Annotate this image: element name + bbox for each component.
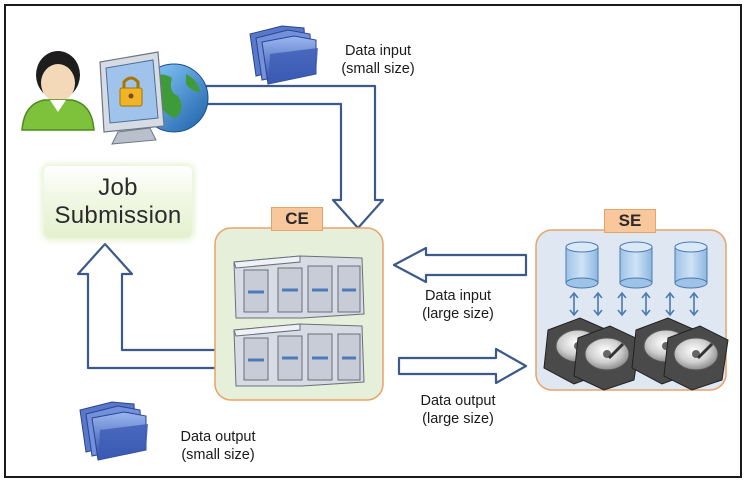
data-output-small-line1: Data output (180, 429, 256, 445)
job-submission-label-line1: Job (98, 174, 138, 201)
database-icon (674, 241, 708, 289)
folders-icon (249, 25, 318, 85)
se-tab: SE (604, 209, 656, 233)
ce-to-se-arrow (397, 347, 528, 385)
data-input-small-line1: Data input (344, 43, 412, 59)
user-icon (21, 51, 95, 131)
data-input-small-label: Data input (small size) (326, 42, 430, 78)
ce-label: CE (285, 209, 309, 228)
data-output-small-line2: (small size) (181, 447, 255, 463)
data-input-large-line2: (large size) (422, 306, 494, 322)
se-label: SE (618, 211, 642, 230)
database-icon (565, 241, 599, 289)
job-submission-label-line2: Submission (54, 202, 182, 229)
data-output-large-label: Data output (large size) (400, 392, 516, 428)
data-output-large-line1: Data output (420, 393, 496, 409)
data-output-large-line2: (large size) (422, 411, 494, 427)
return-output-arrow (76, 242, 218, 370)
job-submission-block: Job Submission (44, 166, 192, 238)
folders-icon (79, 401, 148, 461)
bidirectional-arrows (569, 291, 699, 317)
database-icon (619, 241, 653, 289)
data-input-small-line2: (small size) (341, 61, 415, 77)
secure-computer-icon (99, 51, 165, 145)
hard-disk-icon (573, 325, 641, 391)
server-rack-icon (233, 255, 365, 319)
ce-tab: CE (271, 207, 323, 231)
submit-input-arrow (204, 84, 385, 230)
se-to-ce-arrow (392, 246, 528, 284)
data-input-large-line1: Data input (424, 288, 492, 304)
data-output-small-label: Data output (small size) (160, 428, 276, 464)
hard-disk-icon (663, 325, 729, 391)
server-rack-icon (233, 323, 365, 387)
data-input-large-label: Data input (large size) (406, 287, 510, 323)
